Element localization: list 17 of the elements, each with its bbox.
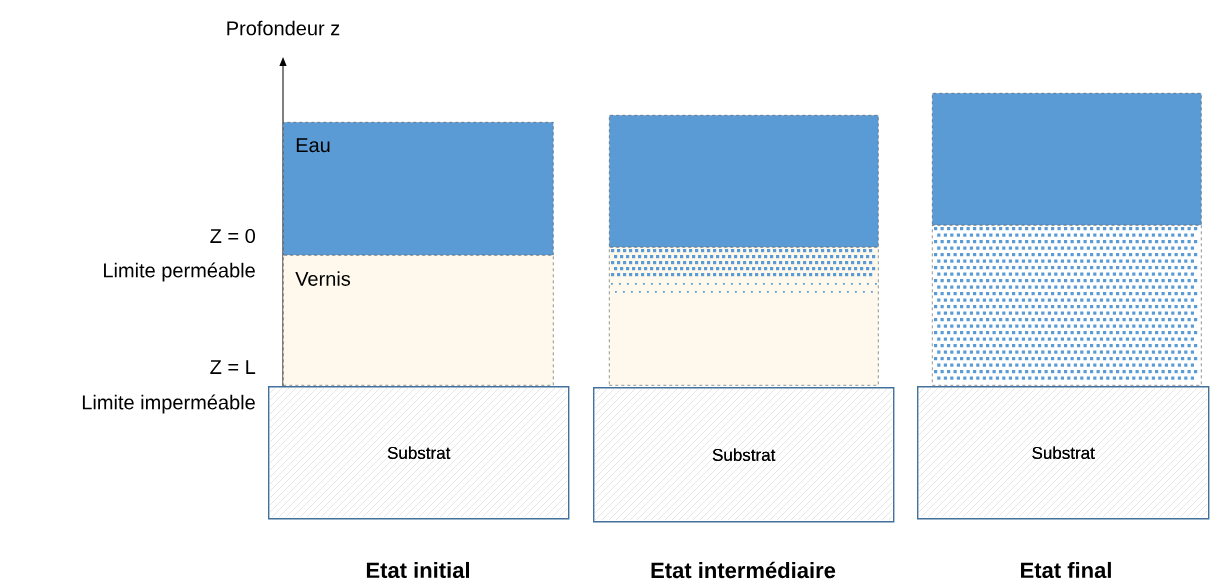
water-layer: [932, 93, 1202, 226]
soaked-varnish-layer: [932, 225, 1202, 386]
boundary-label: Limite imperméable: [82, 394, 255, 414]
substrate-block: Substrat: [268, 386, 570, 520]
varnish-layer: Vernis: [283, 255, 554, 386]
water-layer: [609, 115, 879, 248]
state-caption: Etat final: [1021, 561, 1111, 579]
substrate-block: Substrat: [917, 386, 1210, 520]
state-caption: Etat initial: [366, 561, 469, 579]
water-layer: Eau: [283, 122, 554, 256]
boundary-label: Limite perméable: [104, 262, 255, 282]
varnish-layer: [609, 247, 879, 386]
axis-label: Profondeur z: [227, 20, 340, 36]
state-caption: Etat intermédiaire: [651, 561, 836, 579]
depth-label: Z = 0: [210, 228, 255, 244]
substrate-block: Substrat: [593, 387, 895, 523]
depth-label: Z = L: [210, 360, 256, 374]
